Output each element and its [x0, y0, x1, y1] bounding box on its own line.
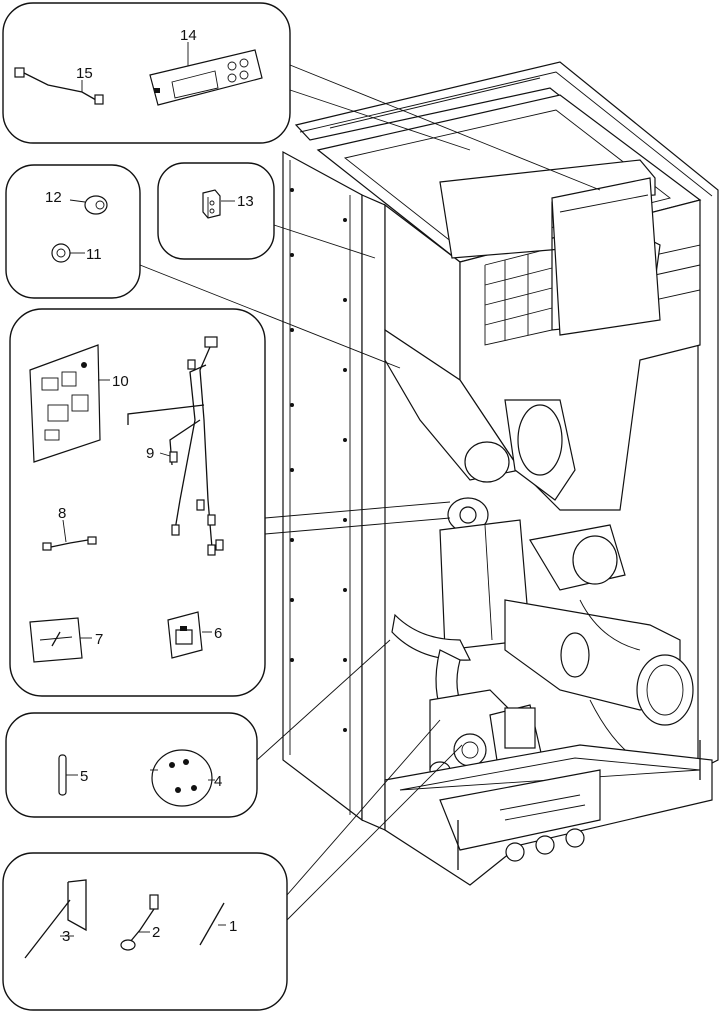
panel-sensor: [5, 712, 258, 818]
callout-15: 15: [76, 65, 93, 82]
part-7-cover: [29, 617, 92, 663]
callout-8: 8: [58, 505, 66, 522]
callout-numbers: 1 2 3 4 5 6 7 8 9 10 11 12 13 14 15: [45, 27, 254, 945]
callout-1: 1: [229, 918, 237, 935]
callout-3: 3: [62, 928, 70, 945]
part-5-rod: [58, 754, 78, 796]
part-11-switch: [51, 243, 85, 263]
callout-2: 2: [152, 924, 160, 941]
panel-connector: [157, 162, 275, 260]
panel-top-display: [2, 2, 291, 144]
part-14-display: [149, 42, 263, 106]
part-2-sensor: [120, 894, 159, 951]
callout-14: 14: [180, 27, 197, 44]
panel-probes: [2, 852, 288, 1011]
callout-11: 11: [86, 246, 102, 263]
part-9-harness: [127, 336, 224, 556]
callout-4: 4: [214, 773, 222, 790]
leader-lines: [139, 64, 601, 921]
part-8-cable: [42, 519, 97, 551]
part-3-probe: [24, 879, 87, 959]
callout-12: 12: [45, 189, 62, 206]
part-15-cable: [14, 67, 104, 105]
callout-10: 10: [112, 373, 129, 390]
callout-7: 7: [95, 631, 103, 648]
part-4-pressure-switch: [150, 749, 215, 807]
boiler-assembly: [282, 61, 719, 886]
callout-9: 9: [146, 445, 154, 462]
part-6-fuse-holder: [167, 611, 212, 659]
callout-5: 5: [80, 768, 88, 785]
callout-6: 6: [214, 625, 222, 642]
side-panel-holes: [290, 188, 347, 732]
panel-electronics: [9, 308, 266, 697]
part-1-probe: [199, 902, 226, 946]
callout-13: 13: [237, 193, 254, 210]
panel-switches: [5, 164, 141, 299]
part-12-switch: [69, 195, 108, 215]
part-13-connector: [202, 189, 235, 219]
part-10-board: [29, 344, 110, 463]
